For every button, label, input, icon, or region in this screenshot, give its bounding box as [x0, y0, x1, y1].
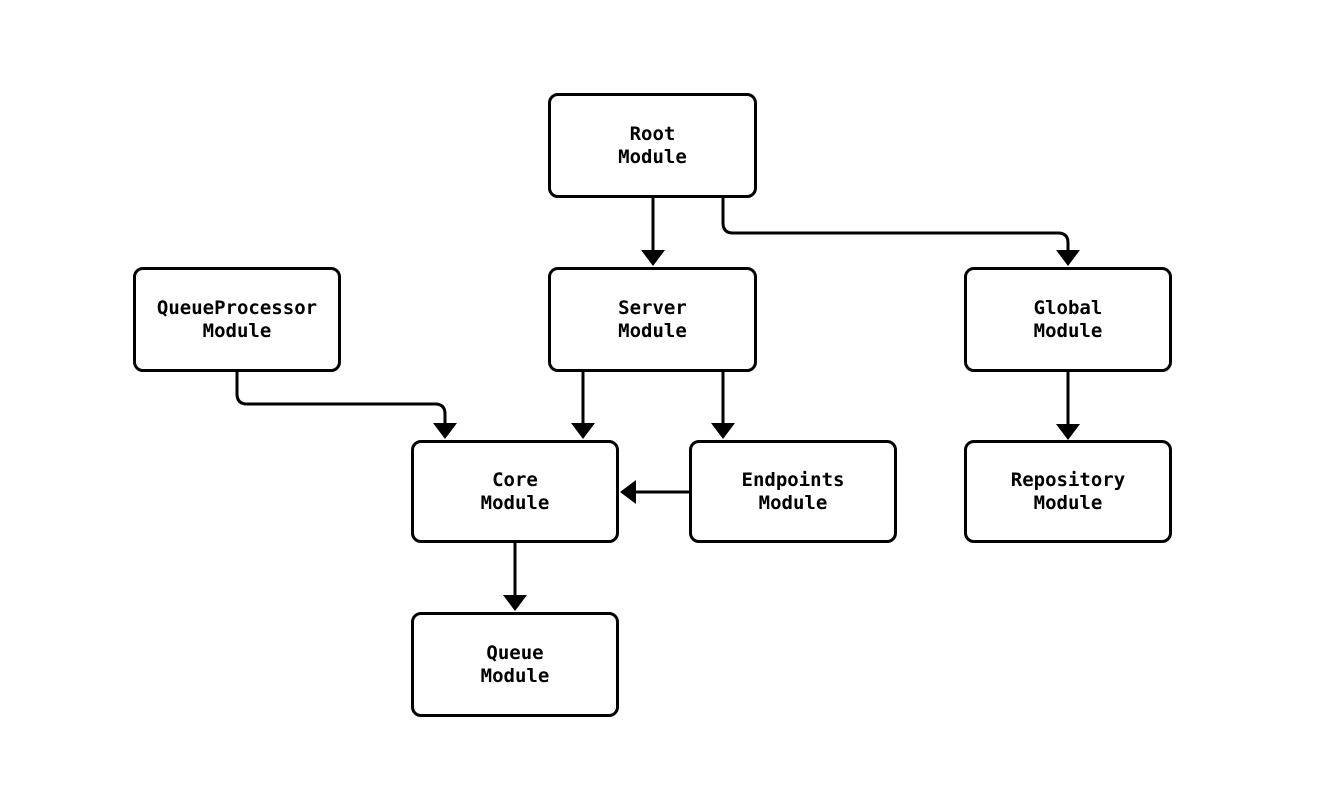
edge-line: [235, 372, 447, 424]
edge-core-to-queue: [503, 543, 527, 611]
arrowhead-down-icon: [433, 423, 457, 439]
node-label-line: QueueProcessor: [156, 296, 318, 319]
arrowhead-down-icon: [641, 250, 665, 266]
node-label-line: Root: [629, 122, 676, 145]
edge-queueprocessor-to-core: [235, 372, 457, 439]
edge-endpoints-to-core: [620, 480, 689, 504]
node-queueprocessor-module: QueueProcessor Module: [133, 267, 341, 372]
node-label-line: Module: [758, 491, 828, 514]
edge-line: [721, 198, 1070, 251]
arrowhead-down-icon: [1056, 424, 1080, 440]
edge-root-to-global: [721, 198, 1080, 266]
arrowhead-left-icon: [620, 480, 636, 504]
node-label-line: Module: [202, 319, 272, 342]
node-label-line: Module: [1033, 491, 1103, 514]
node-global-module: Global Module: [964, 267, 1172, 372]
node-label-line: Module: [480, 491, 550, 514]
node-root-module: Root Module: [548, 93, 757, 198]
node-endpoints-module: Endpoints Module: [689, 440, 897, 543]
arrowhead-down-icon: [503, 595, 527, 611]
edge-server-to-core: [571, 372, 595, 439]
node-label-line: Repository: [1010, 468, 1126, 491]
arrowhead-down-icon: [711, 423, 735, 439]
node-label-line: Module: [618, 145, 687, 168]
edge-root-to-server: [641, 198, 665, 266]
node-repository-module: Repository Module: [964, 440, 1172, 543]
node-queue-module: Queue Module: [411, 612, 619, 717]
node-label-line: Endpoints: [741, 468, 845, 491]
node-label-line: Core: [492, 468, 538, 491]
node-label-line: Global: [1033, 296, 1103, 319]
node-label-line: Module: [480, 664, 550, 687]
node-label-line: Module: [618, 319, 687, 342]
edge-server-to-endpoints: [711, 372, 735, 439]
node-label-line: Queue: [486, 641, 544, 664]
arrowhead-down-icon: [571, 423, 595, 439]
node-label-line: Server: [618, 296, 687, 319]
edge-global-to-repository: [1056, 372, 1080, 440]
node-label-line: Module: [1033, 319, 1103, 342]
node-server-module: Server Module: [548, 267, 757, 372]
node-core-module: Core Module: [411, 440, 619, 543]
arrowhead-down-icon: [1056, 250, 1080, 266]
